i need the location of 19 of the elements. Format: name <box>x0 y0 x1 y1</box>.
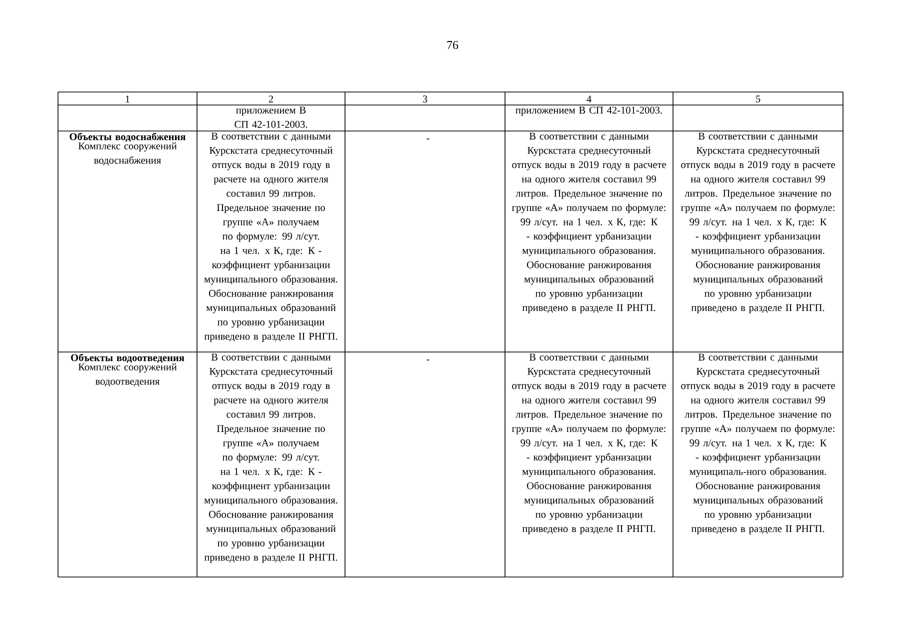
cell-text: В соответствии с данными Курскстата среднесуточный отпуск воды в 2019 году в расчете на одного жителя составил 99 литров. Предельное значение по группе «А» получаем по формуле: 99 л/сут. на 1 чел. х К, где: К - коэффициент урбанизации муниципального образования. Обоснование ранжирования муниципальных образований по уровню урбанизации приведено в разделе II РНГП. <box>204 354 338 563</box>
cell-text: В соответствии с данными Курскстата среднесуточный отпуск воды в 2019 году в расчете на одного жителя составил 99 литров. Предельное значение по группе «А» получаем по формуле: 99 л/сут. на 1 чел. х К, где: К - коэффициент урбанизации муниципального образования. Обоснование ранжирования муниципальных образований по уровню урбанизации приведено в разделе II РНГП. <box>512 132 666 314</box>
row-heading: Объекты водоснабжения <box>70 132 186 142</box>
row-subheading: Комплекс сооружений водоотведения <box>78 363 177 387</box>
dash: - <box>426 138 430 140</box>
page-number: 76 <box>447 40 458 50</box>
cell-text: приложением В СП 42-101-2003. <box>234 106 308 128</box>
cell-text: В соответствии с данными Курскстата среднесуточный отпуск воды в 2019 году в расчете на одного жителя составил 99 литров. Предельное значение по группе «А» получаем по формуле: 99 л/сут. на 1 чел. х К, где: К - коэффициент урбанизации муниципального образования. Обоснование ранжирования муниципальных образований по уровню урбанизации приведено в разделе II РНГП. <box>512 354 666 534</box>
cell-text: В соответствии с данными Курскстата среднесуточный отпуск воды в 2019 году в расчете на одного жителя составил 99 литров. Предельное значение по группе «А» получаем по формуле: 99 л/сут. на 1 чел. х К, где: К - коэффициент урбанизации муниципального образования. Обоснование ранжирования муниципальных образований по уровню урбанизации приведено в разделе II РНГП. <box>204 132 338 342</box>
column-number: 4 <box>586 96 592 102</box>
row-subheading: Комплекс сооружений водоснабжения <box>78 142 177 166</box>
cell-text: В соответствии с данными Курскстата среднесуточный отпуск воды в 2019 году в расчете на одного жителя составил 99 литров. Предельное значение по группе «А» получаем по формуле: 99 л/сут. на 1 чел. х К, где: К - коэффициент урбанизации муниципаль-ного образования. Обоснование ранжирования муниципальных образований по уровню урбанизации приведено в разделе II РНГП. <box>681 354 835 534</box>
row-heading: Объекты водоотведения <box>71 354 184 363</box>
column-number: 3 <box>422 96 428 102</box>
column-number: 5 <box>756 96 760 102</box>
column-number: 2 <box>268 96 273 102</box>
cell-text: приложением В СП 42-101-2003. <box>516 106 662 116</box>
cell-text: В соответствии с данными Курскстата среднесуточный отпуск воды в 2019 году в расчете на одного жителя составил 99 литров. Предельное значение по группе «А» получаем по формуле: 99 л/сут. на 1 чел. х К, где: К - коэффициент урбанизации муниципального образования. Обоснование ранжирования муниципальных образований по уровню урбанизации приведено в разделе II РНГП. <box>681 132 835 314</box>
column-number: 1 <box>126 96 130 102</box>
